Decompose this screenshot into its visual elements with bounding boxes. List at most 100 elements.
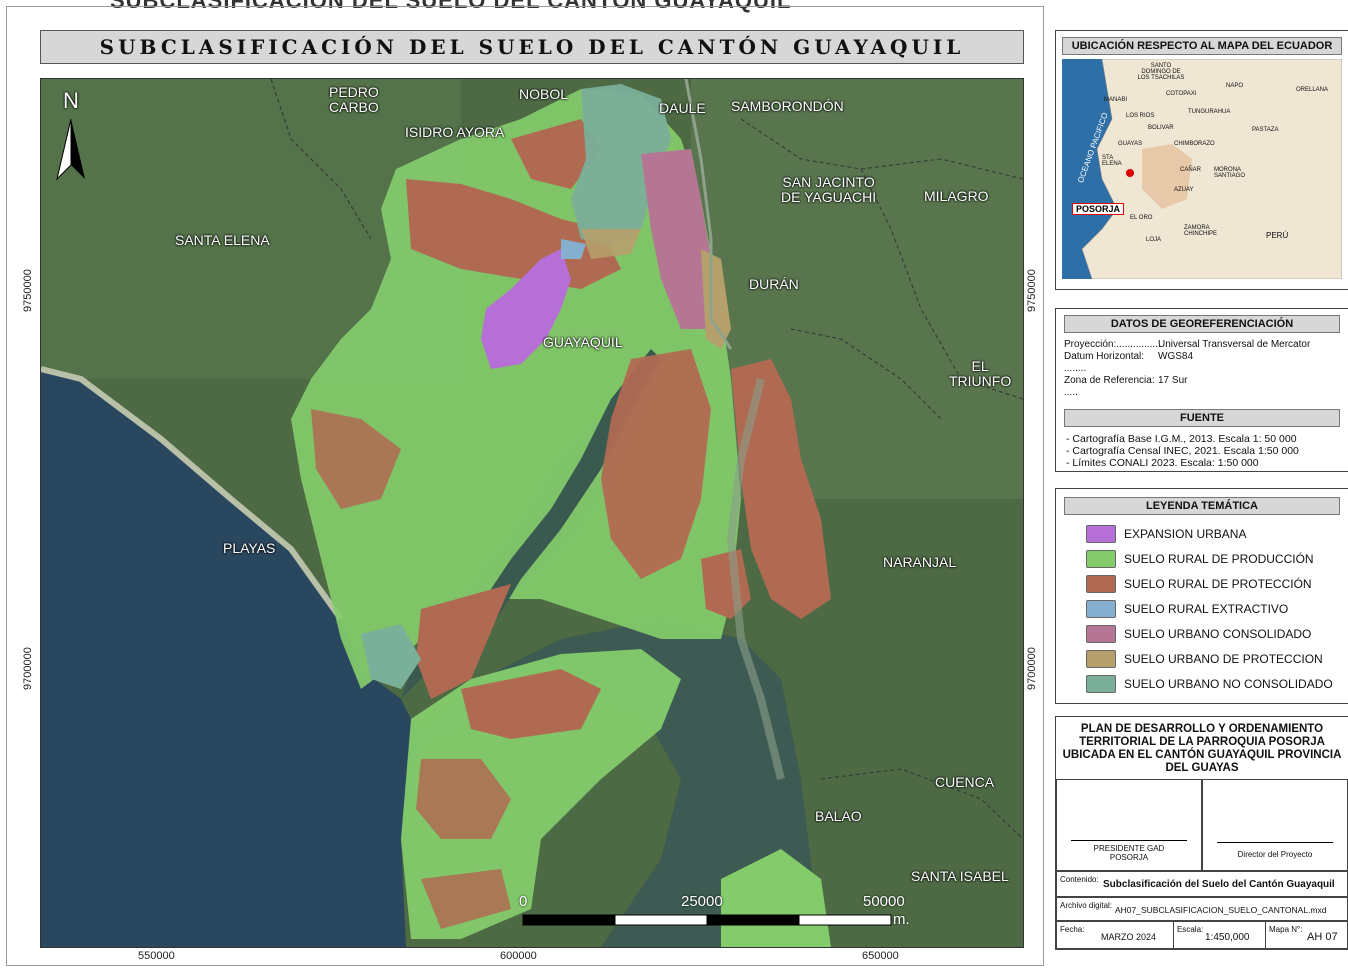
scale-label-25000: 25000 [681,893,723,910]
zone-rural-extractivo [561,239,586,259]
zone-protection-south3 [421,869,511,929]
prov-canar: CAÑAR [1180,167,1202,173]
zone-urbano-consolidado [641,149,711,329]
prov-manabi: MANABI [1104,97,1128,103]
scale-label-50000: 50000 [863,893,905,910]
zone-protection-south2 [416,759,511,839]
plan-title: PLAN DE DESARROLLO Y ORDENAMIENTO TERRIT… [1056,717,1348,780]
georef-key: Zona de Referencia: ..... [1064,375,1155,398]
zone-urbano-proteccion2 [581,229,641,259]
legend-item: SUELO URBANO CONSOLIDADO [1056,621,1348,646]
river-guayas [726,378,785,780]
place-cuenca: CUENCA [935,774,995,790]
legend-item: EXPANSION URBANA [1056,521,1348,546]
location-land [1081,59,1342,279]
scale-label-0: 0 [519,893,528,910]
legend-swatch [1086,674,1116,693]
legend-label: SUELO URBANO NO CONSOLIDADO [1124,676,1333,691]
legend-item: SUELO URBANO DE PROTECCION [1056,646,1348,671]
source-title: FUENTE [1064,409,1340,427]
prov-tungurahua: TUNGURAHUA [1188,109,1231,115]
map-title: SUBCLASIFICACIÓN DEL SUELO DEL CANTÓN GU… [40,30,1024,64]
prov-sta-elena: STA ELENA [1102,155,1122,167]
georef-value: Universal Transversal de Mercator [1158,339,1311,350]
legend-item: SUELO RURAL DE PROTECCIÓN [1056,571,1348,596]
signature-left: PRESIDENTE GAD POSORJA [1056,779,1202,871]
mapa-label: Mapa N°: [1269,925,1303,934]
zone-protection-south1 [461,669,601,739]
location-map-svg [1062,59,1342,279]
legend-swatch [1086,549,1116,568]
legend-swatch [1086,599,1116,618]
legend-item: SUELO RURAL EXTRACTIVO [1056,596,1348,621]
legend-panel: LEYENDA TEMÁTICA EXPANSION URBANA SUELO … [1055,488,1348,704]
source-line: - Límites CONALI 2023. Escala: 1:50 000 [1066,457,1259,469]
signature-right: Director del Proyecto [1202,779,1348,871]
fecha-label: Fecha: [1060,925,1085,934]
coord-y-9700000: 9700000 [22,647,34,690]
river-daule [684,79,733,350]
contenido-row: Contenido: Subclasificación del Suelo de… [1056,871,1348,897]
place-el-triunfo: EL TRIUNFO [949,358,1012,389]
main-map[interactable]: N PEDRO CARBO NOBOL DAULE SAMBORONDÓN IS… [40,78,1024,948]
place-pedro-carbo: PEDRO CARBO [329,84,379,115]
contenido-value: Subclasificación del Suelo del Cantón Gu… [1103,879,1335,890]
location-guayas [1142,144,1192,209]
map-frame [6,6,1044,966]
coord-x-600000: 600000 [500,950,537,962]
prov-loja: LOJA [1146,237,1162,243]
georef-row: Datum Horizontal: ........ WGS84 [1056,351,1348,375]
prov-morona: MORONA SANTIAGO [1214,167,1246,179]
place-san-jacinto: SAN JACINTO DE YAGUACHI [781,174,877,205]
legend-label: EXPANSION URBANA [1124,526,1247,541]
place-duran: DURÁN [749,276,799,292]
legend-swatch [1086,524,1116,543]
meta-row: Fecha: MARZO 2024 Escala: 1:450,000 Mapa… [1056,921,1348,949]
georef-row: Proyección:................Universal Tra… [1056,339,1348,351]
zone-urbano-no-consolidado-coast [361,624,421,689]
zone-protection-center [601,349,711,579]
legend-item: SUELO RURAL DE PRODUCCIÓN [1056,546,1348,571]
zone-expansion-urbana [481,249,571,369]
escala-value: 1:450,000 [1205,932,1250,943]
georef-panel: DATOS DE GEOREFERENCIACIÓN Proyección:..… [1055,308,1348,472]
zone-protection-island [416,584,511,699]
legend-title: LEYENDA TEMÁTICA [1064,497,1340,515]
source-line: - Cartografía Censal INEC, 2021. Escala … [1066,445,1299,457]
legend-label: SUELO URBANO DE PROTECCION [1124,651,1323,666]
prov-chimborazo: CHIMBORAZO [1174,141,1215,147]
archivo-row: Archivo digital: AH07_SUBCLASIFICACION_S… [1056,897,1348,921]
prov-zamora: ZAMORA CHINCHIPE [1184,225,1218,237]
georef-key: Proyección:................ [1064,339,1161,350]
place-guayaquil: GUAYAQUIL [543,334,623,350]
signature-right-label: Director del Proyecto [1237,850,1313,859]
georef-key: Datum Horizontal: ........ [1064,351,1145,374]
legend-label: SUELO RURAL DE PRODUCCIÓN [1124,551,1314,566]
boundary-3 [860,168,1023,400]
legend-swatch [1086,574,1116,593]
archivo-value: AH07_SUBCLASIFICACION_SUELO_CANTONAL.mxd [1115,905,1327,915]
escala-label: Escala: [1177,925,1204,934]
georef-value: WGS84 [1158,351,1194,362]
prov-orellana: ORELLANA [1296,87,1329,93]
mapa-value: AH 07 [1307,931,1338,943]
coord-y-9750000: 9750000 [22,269,34,312]
prov-napo: NAPO [1226,83,1244,89]
scale-bar-graphic [522,914,892,926]
place-nobol: NOBOL [519,86,569,102]
place-santa-isabel: SANTA ISABEL [911,868,1009,884]
zone-protection-north [406,179,621,289]
zone-urbano-proteccion [701,249,731,349]
boundary-2 [740,118,1023,180]
georef-title: DATOS DE GEOREFERENCIACIÓN [1064,315,1340,333]
place-milagro: MILAGRO [924,188,989,204]
location-title: UBICACIÓN RESPECTO AL MAPA DEL ECUADOR [1062,37,1342,55]
location-panel: UBICACIÓN RESPECTO AL MAPA DEL ECUADOR O… [1055,30,1348,290]
prov-santo-domingo: SANTO DOMINGO DE LOS TSACHILAS [1137,63,1185,81]
legend-swatch [1086,649,1116,668]
prov-pastaza: PASTAZA [1252,127,1279,133]
georef-row: Zona de Referencia: .....17 Sur [1056,375,1348,399]
ocean [41,369,421,947]
north-label: N [63,88,79,113]
source-line: - Cartografía Base I.G.M., 2013. Escala … [1066,433,1297,445]
